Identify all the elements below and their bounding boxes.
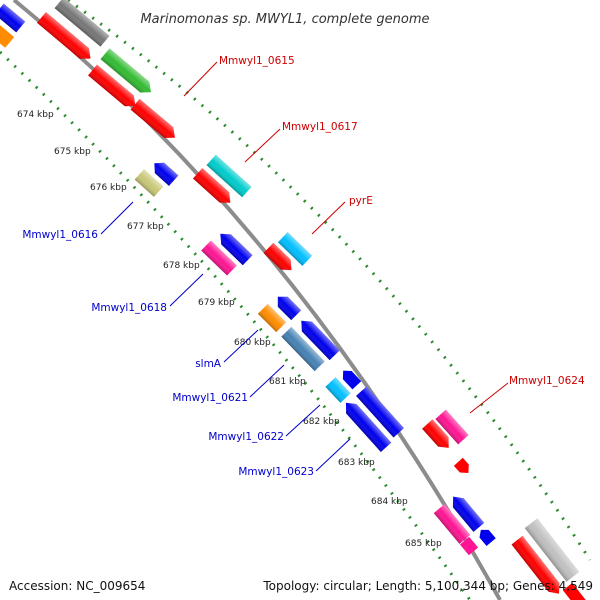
gene-pyre[interactable] xyxy=(277,232,313,266)
inner-tick-track xyxy=(0,50,472,600)
gene-mmwyl1-0616[interactable] xyxy=(134,169,164,197)
kbp-tick-label: 674 kbp xyxy=(17,110,54,120)
gene-label-mmwyl1-0615[interactable]: Mmwyl1_0615 xyxy=(219,55,295,67)
gene-label-mmwyl1-0616[interactable]: Mmwyl1_0616 xyxy=(22,229,98,241)
kbp-tick-label: 680 kbp xyxy=(234,338,271,348)
kbp-tick-label: 683 kbp xyxy=(338,458,375,468)
gene-red[interactable] xyxy=(263,242,297,275)
gene-red[interactable] xyxy=(192,168,235,208)
gene-blue[interactable] xyxy=(339,367,362,390)
gene-blue[interactable] xyxy=(0,3,26,33)
kbp-tick-label: 684 kbp xyxy=(371,497,408,507)
gene-pink[interactable] xyxy=(433,504,471,544)
gene-label-mmwyl1-0621[interactable]: Mmwyl1_0621 xyxy=(172,392,248,404)
label-leader-lines xyxy=(100,61,509,472)
gene-blue[interactable] xyxy=(273,292,302,321)
gene-label-mmwyl1-0624[interactable]: Mmwyl1_0624 xyxy=(509,375,585,387)
reverse-gene-labels: Mmwyl1_0616 Mmwyl1_0618 slmA Mmwyl1_0621… xyxy=(22,229,314,478)
gene-pink[interactable] xyxy=(459,536,479,556)
gene-blue[interactable] xyxy=(150,158,179,186)
gene-blue[interactable] xyxy=(215,229,253,266)
genome-backbone xyxy=(12,0,502,600)
gene-red[interactable] xyxy=(422,419,454,452)
gene-red[interactable] xyxy=(511,535,565,598)
kbp-tick-label: 685 kbp xyxy=(405,539,442,549)
gene-blue[interactable] xyxy=(356,386,404,438)
kbp-tick-label: 681 kbp xyxy=(269,377,306,387)
reverse-strand-genes xyxy=(0,3,496,556)
gene-slma[interactable] xyxy=(257,303,287,333)
gene-gray[interactable] xyxy=(54,0,110,47)
gene-mmwyl1-0624[interactable] xyxy=(435,409,469,445)
kbp-tick-labels: 674 kbp 675 kbp 676 kbp 677 kbp 678 kbp … xyxy=(17,110,442,549)
map-title: Marinomonas sp. MWYL1, complete genome xyxy=(140,12,429,27)
gene-blue[interactable] xyxy=(448,492,485,532)
gene-label-mmwyl1-0622[interactable]: Mmwyl1_0622 xyxy=(208,431,284,443)
gene-green[interactable] xyxy=(100,48,156,97)
kbp-tick-label: 676 kbp xyxy=(90,183,127,193)
gene-label-mmwyl1-0618[interactable]: Mmwyl1_0618 xyxy=(91,302,167,314)
gene-mmwyl1-0622[interactable] xyxy=(325,377,351,403)
gene-label-mmwyl1-0623[interactable]: Mmwyl1_0623 xyxy=(238,466,314,478)
genome-summary-text: Topology: circular; Length: 5,100,344 bp… xyxy=(263,579,593,593)
accession-text: Accession: NC_009654 xyxy=(9,579,146,593)
gene-label-mmwyl1-0617[interactable]: Mmwyl1_0617 xyxy=(282,121,358,133)
gene-mmwyl1-0621[interactable] xyxy=(281,326,325,372)
gene-blue[interactable] xyxy=(296,316,340,361)
kbp-tick-label: 677 kbp xyxy=(127,222,164,232)
gene-mmwyl1-0618[interactable] xyxy=(201,240,237,276)
gene-red[interactable] xyxy=(88,64,140,112)
forward-gene-labels: Mmwyl1_0615 Mmwyl1_0617 pyrE Mmwyl1_0624 xyxy=(219,55,585,387)
gene-red[interactable] xyxy=(453,457,473,477)
gene-label-pyre[interactable]: pyrE xyxy=(349,195,373,207)
gene-blue[interactable] xyxy=(476,526,496,546)
kbp-tick-label: 682 kbp xyxy=(303,417,340,427)
forward-strand-genes xyxy=(36,0,588,600)
kbp-tick-label: 678 kbp xyxy=(163,261,200,271)
gene-mmwyl1-0617[interactable] xyxy=(206,154,252,198)
gene-mmwyl1-0615[interactable] xyxy=(130,98,180,143)
kbp-tick-label: 675 kbp xyxy=(54,147,91,157)
gene-orange[interactable] xyxy=(0,24,15,48)
gene-red[interactable] xyxy=(36,12,95,64)
kbp-tick-label: 679 kbp xyxy=(198,298,235,308)
gene-label-slma[interactable]: slmA xyxy=(195,358,222,370)
gene-mmwyl1-0623[interactable] xyxy=(341,398,392,452)
gene-lightgray[interactable] xyxy=(524,518,580,582)
gene-red[interactable] xyxy=(562,582,588,600)
